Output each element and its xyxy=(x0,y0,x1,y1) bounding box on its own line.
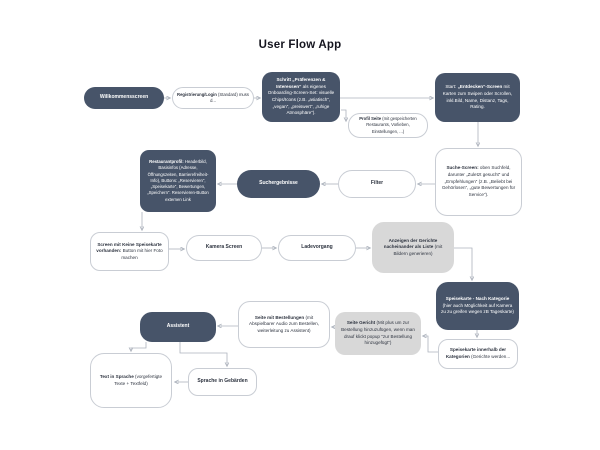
node-registrierung-login[interactable]: Registrierung/Login (Standard) muss d... xyxy=(172,87,254,109)
connector-assistent-textinsprache xyxy=(131,342,147,351)
node-label: Profil Seite (mit gespeicherten Restaura… xyxy=(359,116,417,134)
node-label: Registrierung/Login (Standard) muss d... xyxy=(177,91,249,103)
connector-praeferenzen-profil xyxy=(341,109,346,121)
page-title: User Flow App xyxy=(258,39,342,51)
node-label: Suche-Screen: oben Suchfeld, darunter „Z… xyxy=(441,165,516,197)
node-seite-gericht[interactable]: Seite Gericht (Mit plus um zur Bestellun… xyxy=(335,312,421,355)
node-label: Anzeigen der Gerichte nacheinander als L… xyxy=(383,237,443,256)
node-label: Seite mit Bestellungen (mit Abspielbarer… xyxy=(249,314,319,333)
node-label: Seite Gericht (Mit plus um zur Bestellun… xyxy=(341,320,415,346)
node-label: Kamera Screen xyxy=(205,244,243,251)
node-suchergebnisse[interactable]: Suchergebnisse xyxy=(237,170,320,198)
node-praeferenzen-interessen[interactable]: Schritt „Präferenzen & Interessen“ als e… xyxy=(262,72,340,122)
node-sprache-in-gebaerden[interactable]: Sprache in Gebärden xyxy=(188,368,257,396)
node-text-in-sprache[interactable]: Text in Sprache (vorgefertigte Texte + T… xyxy=(90,353,172,408)
node-filter[interactable]: Filter xyxy=(338,170,416,198)
connector-innerhalb-seitegericht xyxy=(423,336,438,353)
node-entdecken-screen[interactable]: Start: „Entdecken“-Screen mit Karten zum… xyxy=(435,73,520,122)
node-kamera-screen[interactable]: Kamera Screen xyxy=(186,235,262,261)
node-label: Speisekarte - Nach Kategorie (hier auch … xyxy=(441,296,514,315)
connector-anzeigen-speisekartekategorie xyxy=(454,247,472,280)
connector-assistent-sprachegebaerden xyxy=(179,342,227,366)
node-speisekarte-nach-kategorie[interactable]: Speisekarte - Nach Kategorie (hier auch … xyxy=(436,282,519,330)
node-willkommensscreen[interactable]: Willkommensscreen xyxy=(84,87,164,109)
node-label: Sprache in Gebärden xyxy=(197,378,248,385)
node-label: Willkommensscreen xyxy=(99,94,149,101)
node-label: Screen mit Keine Speisekarte vorhanden: … xyxy=(96,241,163,260)
node-label: Suchergebnisse xyxy=(259,180,298,187)
node-restaurantprofil[interactable]: Restaurantprofil: Headerbild, Basisinfos… xyxy=(140,150,216,212)
node-seite-mit-bestellungen[interactable]: Seite mit Bestellungen (mit Abspielbarer… xyxy=(238,301,330,348)
node-suche-screen[interactable]: Suche-Screen: oben Suchfeld, darunter „Z… xyxy=(435,148,522,216)
node-label: Assistent xyxy=(166,323,190,330)
node-label: Schritt „Präferenzen & Interessen“ als e… xyxy=(267,77,335,116)
node-assistent[interactable]: Assistent xyxy=(140,312,216,342)
node-profil-seite[interactable]: Profil Seite (mit gespeicherten Restaura… xyxy=(348,113,428,138)
node-speisekarte-innerhalb-kategorien[interactable]: Speisekarte innerhalb der Kategorien (Ge… xyxy=(438,339,518,369)
node-label: Ladevorgang xyxy=(301,244,333,251)
node-label: Restaurantprofil: Headerbild, Basisinfos… xyxy=(147,159,209,202)
node-ladevorgang[interactable]: Ladevorgang xyxy=(278,235,356,261)
node-label: Filter xyxy=(370,180,384,187)
node-label: Speisekarte innerhalb der Kategorien (Ge… xyxy=(445,347,511,359)
node-keine-speisekarte[interactable]: Screen mit Keine Speisekarte vorhanden: … xyxy=(90,232,169,271)
node-anzeigen-gerichte-liste[interactable]: Anzeigen der Gerichte nacheinander als L… xyxy=(372,222,454,273)
node-label: Text in Sprache (vorgefertigte Texte + T… xyxy=(99,373,163,386)
node-label: Start: „Entdecken“-Screen mit Karten zum… xyxy=(442,84,513,110)
